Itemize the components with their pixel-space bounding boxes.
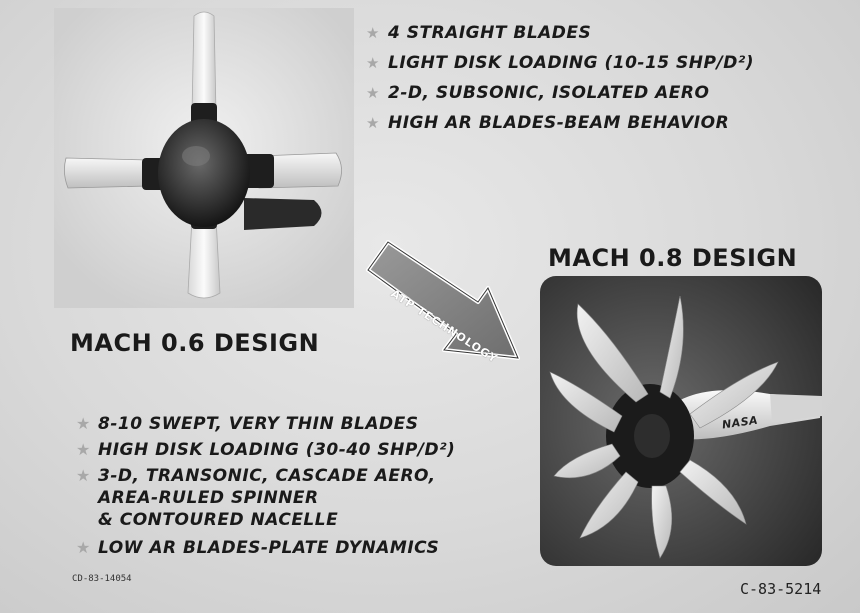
star-icon: ★	[366, 84, 380, 102]
list-item: ★ 3-D, TRANSONIC, CASCADE AERO, AREA-RUL…	[76, 465, 455, 531]
list-item: ★ 4 STRAIGHT BLADES	[366, 22, 754, 52]
bullet-text: HIGH AR BLADES-BEAM BEHAVIOR	[388, 113, 730, 133]
bullet-line: & CONTOURED NACELLE	[98, 510, 339, 530]
list-item: ★ LIGHT DISK LOADING (10-15 SHP/D²)	[366, 52, 754, 82]
four-blade-propeller-photo	[54, 8, 354, 308]
mach-08-heading: MACH 0.8 DESIGN	[548, 244, 798, 272]
star-icon: ★	[366, 114, 380, 132]
figure-code-small: CD-83-14054	[72, 574, 132, 584]
top-bullet-list: ★ 4 STRAIGHT BLADES ★ LIGHT DISK LOADING…	[366, 22, 754, 142]
bullet-text: 4 STRAIGHT BLADES	[388, 23, 592, 43]
bullet-text: 2-D, SUBSONIC, ISOLATED AERO	[388, 83, 710, 103]
bullet-line: AREA-RULED SPINNER	[98, 488, 319, 508]
bottom-bullet-list: ★ 8-10 SWEPT, VERY THIN BLADES ★ HIGH DI…	[76, 413, 455, 563]
bullet-text: 3-D, TRANSONIC, CASCADE AERO, AREA-RULED…	[98, 465, 436, 531]
list-item: ★ HIGH AR BLADES-BEAM BEHAVIOR	[366, 112, 754, 142]
bullet-line: 3-D, TRANSONIC, CASCADE AERO,	[98, 466, 436, 486]
list-item: ★ 8-10 SWEPT, VERY THIN BLADES	[76, 413, 455, 435]
star-icon: ★	[76, 538, 91, 557]
swept-propfan-photo	[540, 276, 822, 566]
star-icon: ★	[76, 440, 91, 459]
star-icon: ★	[366, 54, 380, 72]
list-item: ★ HIGH DISK LOADING (30-40 SHP/D²)	[76, 439, 455, 461]
list-item: ★ LOW AR BLADES-PLATE DYNAMICS	[76, 537, 455, 559]
bullet-text: HIGH DISK LOADING (30-40 SHP/D²)	[98, 440, 456, 460]
figure-code: C-83-5214	[740, 580, 822, 598]
mach-06-heading: MACH 0.6 DESIGN	[70, 329, 320, 357]
diagonal-arrow-icon	[366, 240, 520, 360]
star-icon: ★	[76, 466, 91, 485]
bullet-text: LOW AR BLADES-PLATE DYNAMICS	[98, 538, 440, 558]
star-icon: ★	[366, 24, 380, 42]
list-item: ★ 2-D, SUBSONIC, ISOLATED AERO	[366, 82, 754, 112]
star-icon: ★	[76, 414, 91, 433]
bullet-text: LIGHT DISK LOADING (10-15 SHP/D²)	[388, 53, 755, 73]
bullet-text: 8-10 SWEPT, VERY THIN BLADES	[98, 414, 419, 434]
